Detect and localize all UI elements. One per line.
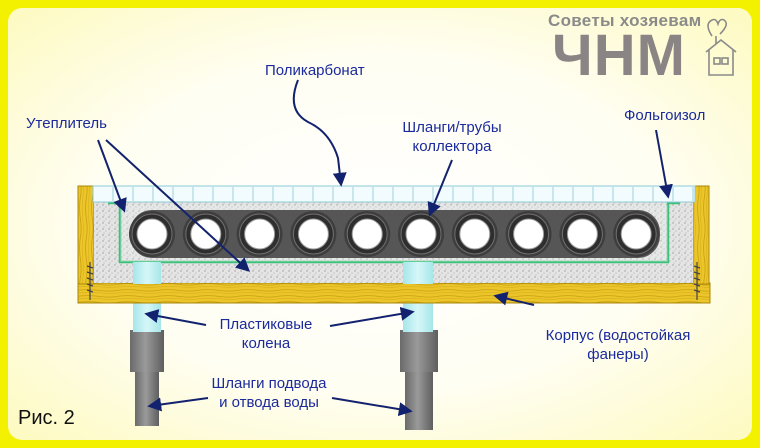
label-polycarbonate: Поликарбонат [265, 62, 365, 79]
label-elbows-line2: колена [241, 335, 291, 352]
pipe-10 [613, 211, 660, 257]
arrow-hoses [427, 159, 453, 217]
label-foil-insulation: Фольгоизол [624, 107, 706, 124]
label-insulation: Утеплитель [26, 115, 107, 132]
arrow-insulation-bottom [105, 139, 251, 272]
label-housing-line1: Корпус (водостойкая [545, 327, 691, 344]
pipe-8 [505, 211, 552, 257]
pipe-5 [344, 211, 391, 257]
arrow-insulation-left [97, 139, 127, 213]
screws [86, 262, 701, 300]
elbow-left-upper [133, 262, 161, 284]
collector-pipes [129, 211, 660, 257]
arrow-supply-right [331, 397, 413, 417]
house-heart-icon [705, 18, 737, 76]
logo-mark: ЧНМ [552, 23, 686, 88]
pipe-7 [451, 211, 498, 257]
label-supply-line2: и отвода воды [219, 394, 319, 411]
supply-hose-right [400, 330, 438, 430]
label-supply-hoses: Шланги подвода и отвода воды [204, 374, 334, 412]
label-hoses: Шланги/трубы коллектора [400, 118, 504, 156]
label-elbows: Пластиковые колена [210, 315, 322, 353]
pipe-3 [236, 211, 283, 257]
figure-label: Рис. 2 [18, 407, 75, 429]
supply-hose-left [130, 330, 164, 426]
label-supply-line1: Шланги подвода [211, 375, 327, 392]
label-housing-line2: фанеры) [587, 346, 649, 363]
polycarbonate-sheet [92, 185, 696, 203]
pipe-2 [182, 211, 229, 257]
pipe-1 [129, 211, 175, 257]
elbow-right-upper [403, 262, 433, 284]
pipe-9 [559, 211, 606, 257]
housing-left-wall [77, 185, 95, 285]
housing-bottom-board [77, 282, 711, 304]
pipe-4 [290, 211, 337, 257]
label-hoses-line2: коллектора [412, 138, 492, 155]
arrow-supply-left [147, 397, 209, 412]
arrow-polycarbonate [292, 79, 347, 187]
arrow-housing [493, 291, 535, 306]
arrow-foil [655, 129, 673, 199]
arrow-elbow-right [329, 306, 415, 327]
logo-caption: Советы хозяевам [548, 11, 702, 30]
arrow-elbow-left [144, 309, 207, 326]
label-housing: Корпус (водостойкая фанеры) [540, 326, 696, 364]
label-hoses-line1: Шланги/трубы [402, 119, 502, 136]
pipe-6 [398, 211, 444, 257]
callout-arrows [97, 79, 673, 417]
label-elbows-line1: Пластиковые [219, 316, 313, 333]
elbow-right-lower [403, 300, 433, 332]
